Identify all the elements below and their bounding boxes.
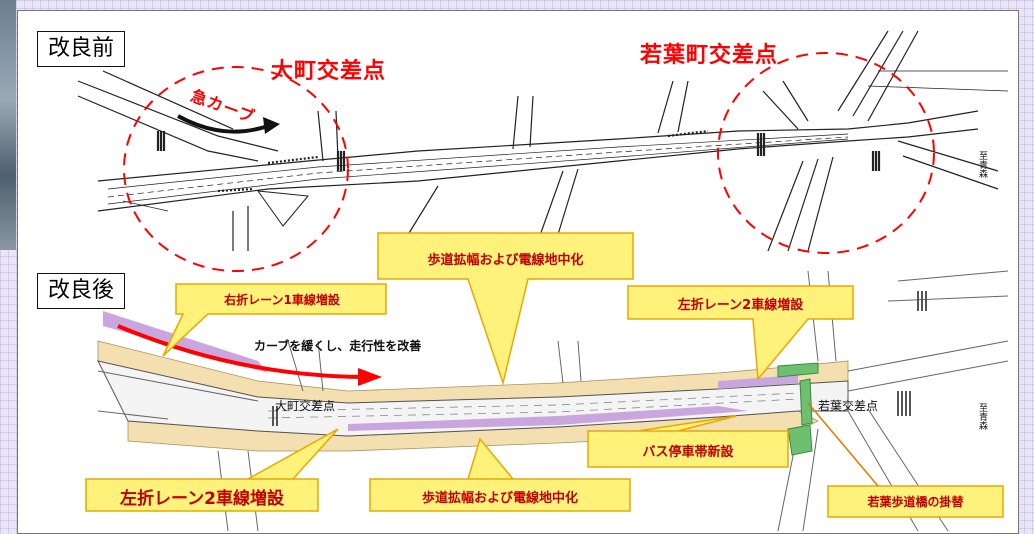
- callout-bridge-bubble: [827, 485, 1004, 518]
- callout-right-turn-bubble: [162, 283, 387, 357]
- wakaba-intersection-label: 若葉交差点: [818, 399, 879, 413]
- callout-left-turn-right-bubble: [627, 285, 854, 381]
- wakaba-intersection-title: 若葉町交差点: [640, 43, 779, 68]
- road-plan-drawing: [77, 30, 1009, 532]
- before-road-plan: [77, 30, 1009, 252]
- before-road-side-text: 至青森: [977, 151, 987, 178]
- callout-sidewalk-bottom-bubble: [369, 437, 631, 512]
- callout-bus-stop-text: バス停車帯新設: [642, 445, 734, 460]
- callout-bus-stop-bubble: [587, 415, 789, 468]
- callout-right-turn-text: 右折レーン1車線増設: [224, 293, 340, 307]
- omachi-intersection-label: 大町交差点: [275, 399, 336, 413]
- callout-bridge-text: 若葉歩道橋の掛替: [867, 495, 964, 509]
- curve-improvement-note: カーブを緩くし、走行性を改善: [254, 339, 422, 353]
- callout-sidewalk-top-bubble: [377, 232, 634, 386]
- callout-sidewalk-top-text: 歩道拡幅および電線地中化: [427, 253, 584, 268]
- after-section-label: 改良後: [37, 273, 126, 309]
- callout-left-turn-right-text: 左折レーン2車線増設: [677, 298, 804, 313]
- comparison-panel: 改良前 大町交差点 若葉町交差点 急カーブ 至青森 改良後 大町交差点 若葉交差…: [17, 10, 1019, 534]
- callout-left-turn-left-text: 左折レーン2車線増設: [120, 489, 284, 509]
- background-photo-strip: [0, 0, 16, 250]
- callout-sidewalk-bottom-text: 歩道拡幅および電線地中化: [421, 491, 578, 506]
- after-road-side-text: 至青森: [977, 403, 987, 430]
- before-section-label: 改良前: [37, 31, 126, 67]
- sharp-curve-arrow: [177, 114, 269, 134]
- omachi-intersection-title: 大町交差点: [271, 59, 387, 84]
- after-road-plan: [97, 270, 1009, 532]
- improved-curve-arrow: [117, 324, 364, 379]
- omachi-highlight-circle: [123, 66, 349, 272]
- wakaba-highlight-circle: [717, 52, 935, 254]
- callout-left-turn-left-bubble: [85, 428, 339, 512]
